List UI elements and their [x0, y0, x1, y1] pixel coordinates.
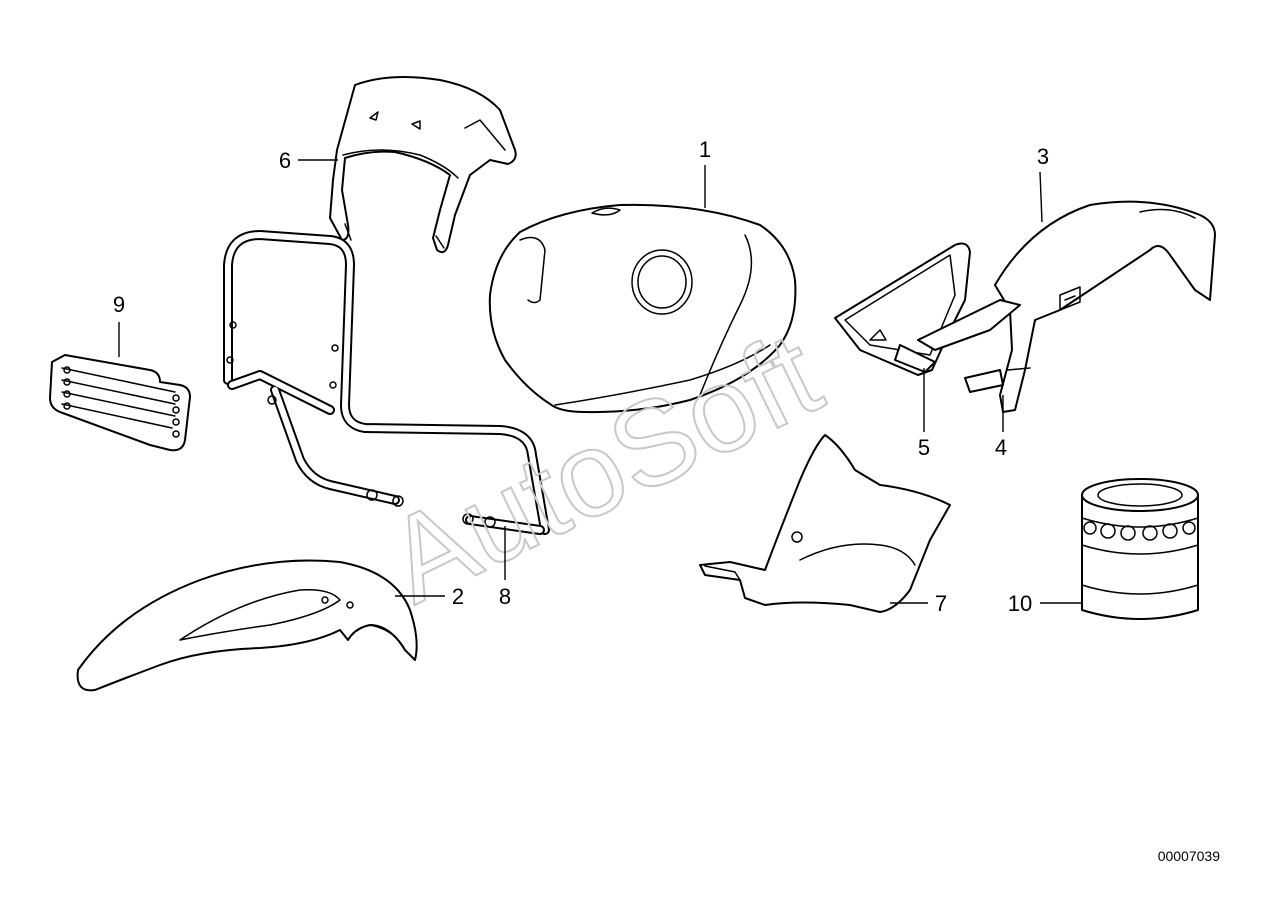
- part-5-side-cover[interactable]: [834, 242, 971, 376]
- callout-9: 9: [113, 292, 125, 317]
- part-6-cowl[interactable]: [329, 75, 517, 254]
- callout-10: 10: [1008, 591, 1032, 616]
- callout-5: 5: [918, 435, 930, 460]
- callout-7: 7: [935, 591, 947, 616]
- part-1-fuel-tank[interactable]: [488, 203, 797, 414]
- part-8-frame[interactable]: [223, 230, 550, 535]
- part-2-front-fender[interactable]: [76, 559, 418, 692]
- diagram-id: 00007039: [1158, 848, 1221, 864]
- callout-8: 8: [499, 584, 511, 609]
- callout-2: 2: [452, 584, 464, 609]
- part-9-grille[interactable]: [49, 354, 191, 452]
- part-3-rear-fender[interactable]: [994, 200, 1216, 413]
- part-7-fairing[interactable]: [699, 434, 951, 613]
- callout-3: 3: [1037, 144, 1049, 169]
- callout-1: 1: [699, 137, 711, 162]
- callout-4: 4: [995, 435, 1007, 460]
- part-4-bracket[interactable]: [917, 299, 1021, 393]
- callout-6: 6: [279, 148, 291, 173]
- leader-lines: [118, 159, 1083, 604]
- part-10-oil-filter[interactable]: [1081, 478, 1199, 620]
